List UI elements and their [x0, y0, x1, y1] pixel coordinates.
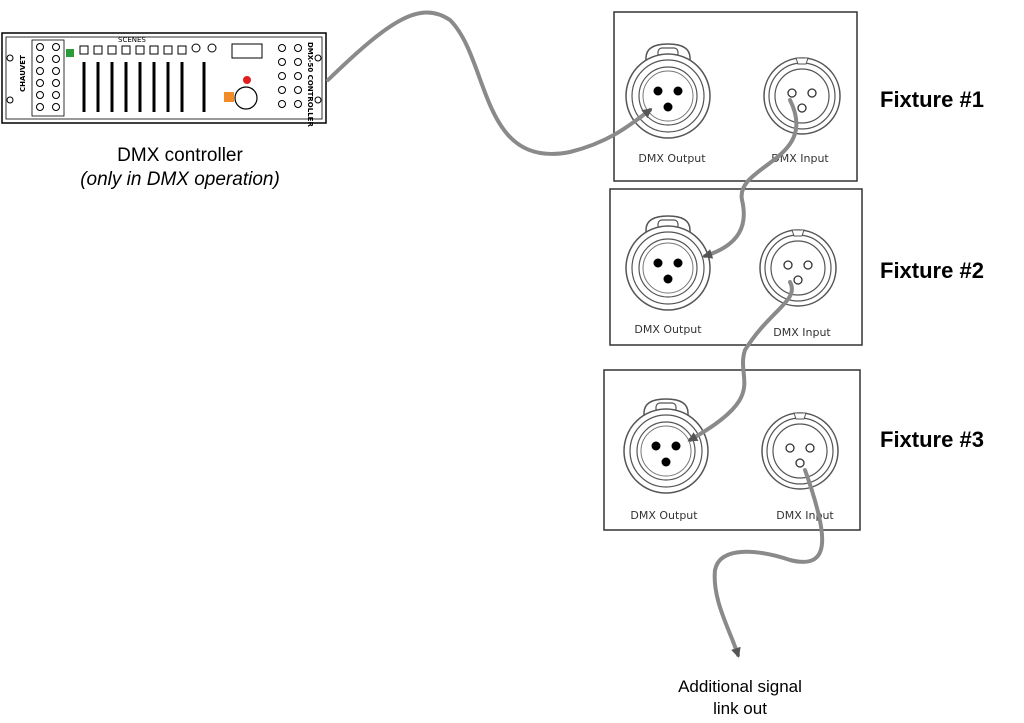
fixture-2-output-label: DMX Output	[634, 323, 702, 336]
fixture-3-panel: DMX Output DMX Input	[603, 369, 861, 531]
red-button	[243, 76, 251, 84]
faders	[82, 62, 206, 112]
fixture-buttons	[36, 43, 60, 111]
controller-caption: DMX controller (only in DMX operation)	[20, 144, 340, 192]
orange-button	[224, 92, 234, 102]
controller-brand: CHAUVET	[19, 55, 27, 92]
cable-fixture-1-to-fixture-2	[702, 98, 799, 259]
fixture-2-input-label: DMX Input	[773, 326, 831, 339]
link-out-line-2: link out	[713, 699, 767, 718]
scenes-label: SCENES	[118, 36, 146, 44]
fixture-3-output-label: DMX Output	[630, 509, 698, 522]
fixture-1-input-label: DMX Input	[771, 152, 829, 165]
cable-fixture-2-to-fixture-3	[687, 280, 794, 442]
link-out-caption: Additional signal link out	[620, 676, 860, 720]
function-buttons	[278, 44, 302, 108]
fixture-1-label: Fixture #1	[880, 87, 984, 112]
fixture-1-panel: DMX Output DMX Input	[613, 11, 858, 182]
jog-wheel	[234, 86, 258, 110]
cable-controller-to-fixture-1	[326, 10, 653, 156]
controller-caption-title: DMX controller	[117, 145, 243, 166]
fixture-3-input-label: DMX Input	[776, 509, 834, 522]
cable-fixture-3-link-out	[712, 468, 825, 658]
green-button	[66, 49, 74, 57]
fixture-2-label: Fixture #2	[880, 258, 984, 283]
dmx-controller: CHAUVET SCENES	[1, 32, 327, 127]
link-out-line-1: Additional signal	[678, 677, 802, 696]
scene-buttons	[79, 45, 187, 55]
fixture-2-panel: DMX Output DMX Input	[609, 188, 863, 346]
controller-model: DMX-50 CONTROLLER	[306, 42, 314, 127]
controller-caption-subtitle: (only in DMX operation)	[80, 169, 280, 190]
fixture-1-output-label: DMX Output	[638, 152, 706, 165]
fixture-3-label: Fixture #3	[880, 427, 984, 452]
